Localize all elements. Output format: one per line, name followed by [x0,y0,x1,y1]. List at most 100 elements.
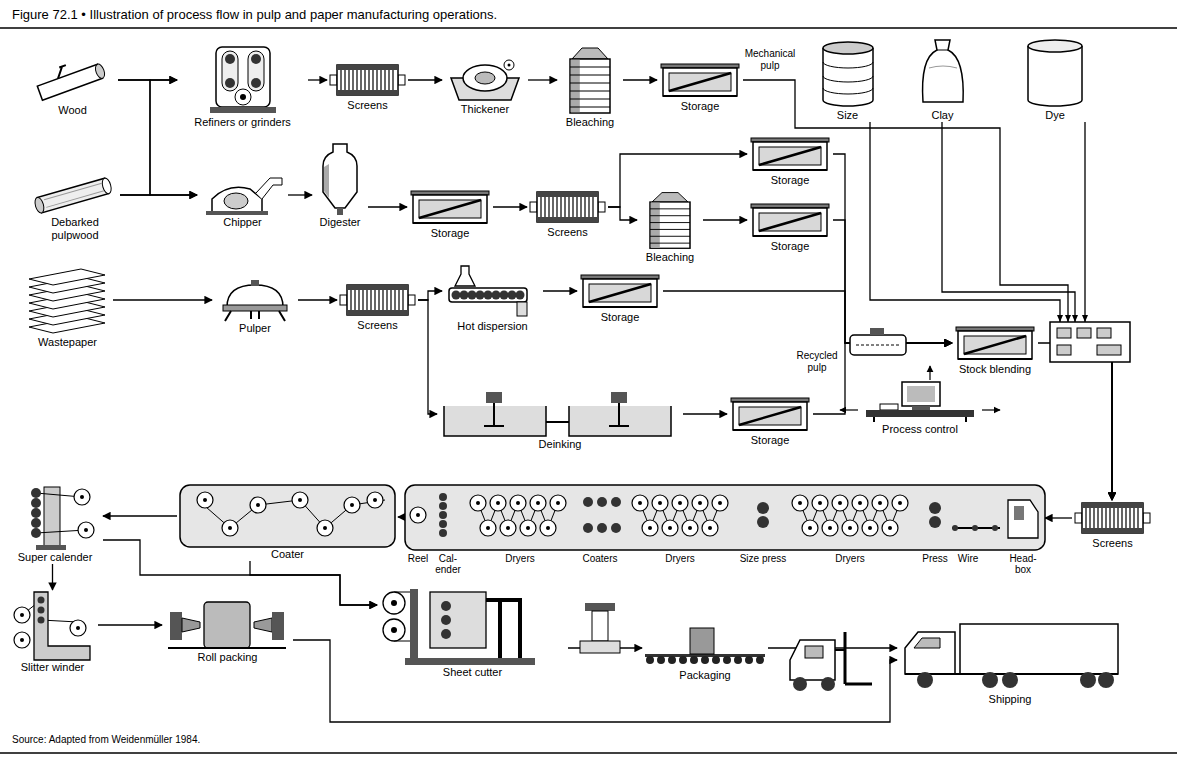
roll-packing-machine [168,602,286,648]
equipment-label: Clay [912,109,973,122]
equipment-node: Digester [312,140,368,229]
additive-control-panel [1057,345,1071,355]
equipment-node: Storage [727,395,813,447]
coater-machine [292,492,308,508]
roll-packing-machine [182,618,200,632]
hot-dispersion-unit [449,288,527,302]
equipment-label: Refiners or grinders [177,116,308,129]
deinking-cells [444,392,671,436]
coater-machine [180,485,395,547]
equipment-label: Wood [27,104,118,117]
roll-packing-machine [272,612,284,640]
stock-mixer [870,328,884,335]
forklift [790,640,835,680]
paper-machine [682,520,698,536]
forklift [793,677,807,691]
paper-machine [611,497,621,507]
paper-machine [632,495,648,511]
flow-arrow [293,640,897,722]
equipment-label: Cal- ender [434,553,462,575]
equipment-node: Clay [912,38,973,122]
equipment-node: Roll packing [162,600,293,664]
packaging-conveyor [723,656,731,664]
pulper-machine [223,305,287,311]
flow-arrow [683,413,727,414]
equipment-node: Slitter winder [7,590,98,674]
paper-machine [439,520,447,528]
bale-press [592,611,608,641]
figure-title: Figure 72.1 • Illustration of process fl… [12,7,497,23]
pulpwood-log [101,177,113,195]
equipment-node: Bleaching [557,45,623,129]
deinking-cells [484,403,504,426]
flow-arrow [103,540,377,605]
truck [905,632,955,674]
packaging-conveyor [645,628,765,664]
paper-machine [702,520,718,536]
pulper-machine [251,280,259,286]
flow-arrow [1038,343,1112,500]
paper-machine [480,520,496,536]
packaging-conveyor [646,656,654,664]
hot-dispersion-unit [460,291,469,300]
control-desk [880,404,898,410]
equipment-label: Digester [312,216,368,229]
chipper-machine [224,193,248,209]
truck [905,624,1118,688]
sheet-cutter-machine [383,619,405,641]
pulper-machine [223,280,287,321]
footer-rule [0,752,1177,754]
deinking-cells [486,392,502,403]
sheet-cutter-machine [383,589,535,665]
slitter-winder-machine [14,607,30,623]
flow-arrow [52,564,53,590]
equipment-node: Stock blending [952,324,1038,376]
flow-arrow [308,79,327,80]
digester-vessel [324,164,329,198]
paper-machine [1008,500,1038,538]
paper-machine [1014,506,1024,520]
paper-machine [490,495,506,511]
flow-arrow [298,299,337,300]
paper-machine [822,520,838,536]
paper-machine [642,520,658,536]
equipment-label: Coaters [582,553,617,564]
truck [982,672,998,688]
digester-vessel [323,144,357,208]
pulpwood-log [33,177,112,214]
paper-machine [972,525,978,531]
flow-arrow [743,80,1112,500]
equipment-label: Wastepaper [22,336,113,349]
packaging-conveyor [701,656,709,664]
wood-log [94,63,107,80]
paper-machine [692,495,708,511]
paper-machine [812,495,828,511]
flow-arrow [623,79,657,80]
additive-control-panel [1050,315,1130,362]
paper-machine [852,495,868,511]
coater-machine [180,485,395,547]
additive-control-panel [1097,345,1121,355]
paper-machine [929,502,941,514]
equipment-node: Thickener [442,58,528,116]
flow-arrow [398,516,405,517]
paper-machine [992,525,998,531]
equipment-label: Press [922,553,948,564]
paper-machine [792,495,808,511]
flow-arrow [120,80,177,195]
hot-dispersion-unit [492,291,501,300]
control-desk [866,382,974,422]
pulpwood-log [37,178,109,213]
flow-arrow [418,300,437,414]
roll-packing-machine [204,602,250,648]
super-calender-machine [31,487,94,550]
sheet-cutter-machine [383,592,405,614]
flow-arrow [288,194,312,195]
paper-machine [500,520,516,536]
equipment-node: Bleaching [637,190,703,264]
control-signal-arrow [982,409,1000,410]
flow-note: Recycled pulp [795,350,839,374]
pulpwood-log [33,196,45,214]
packaging-conveyor [734,656,742,664]
equipment-node: Coater [177,485,398,561]
